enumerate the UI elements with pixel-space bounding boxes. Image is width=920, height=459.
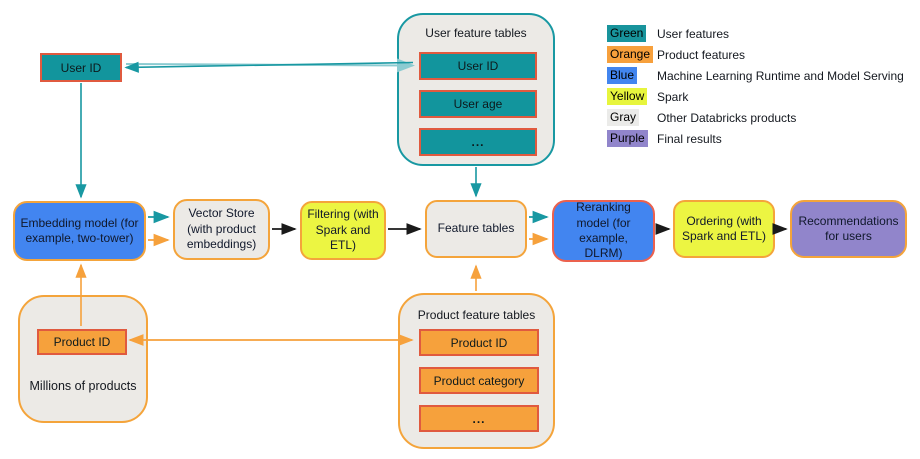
legend-chip-purple: Purple [607, 130, 648, 147]
arrow-usertable-to-userid [124, 61, 414, 73]
user-feature-row-user-id: User ID [419, 52, 537, 80]
product-feature-tables-container: Product feature tables Product ID Produc… [398, 293, 555, 449]
legend-chip-yellow: Yellow [607, 88, 648, 105]
legend-chip-green: Green [607, 25, 647, 42]
node-filtering: Filtering (with Spark and ETL) [300, 201, 386, 260]
user-id-input-box: User ID [40, 53, 122, 82]
product-id-input-box: Product ID [37, 329, 127, 355]
product-feature-row-product-id: Product ID [419, 329, 539, 356]
user-feature-tables-title: User feature tables [425, 26, 527, 40]
user-feature-row-user-age: User age [419, 90, 537, 118]
legend-chip-orange: Orange [607, 46, 654, 63]
arrow-userid-to-usertable [125, 58, 415, 73]
node-feature-tables: Feature tables [425, 200, 527, 258]
product-feature-tables-title: Product feature tables [417, 308, 536, 322]
node-recommendations: Recommendations for users [790, 200, 907, 258]
legend-chip-gray: Gray [607, 109, 640, 126]
legend-label-final-results: Final results [657, 131, 722, 146]
product-feature-row-ellipsis: ... [419, 405, 539, 432]
legend-label-ml-runtime: Machine Learning Runtime and Model Servi… [657, 68, 904, 83]
product-feature-row-product-category: Product category [419, 367, 539, 394]
millions-of-products-caption: Millions of products [29, 379, 137, 393]
node-reranking-model: Reranking model (for example, DLRM) [552, 200, 655, 262]
node-vector-store: Vector Store (with product embeddings) [173, 199, 270, 260]
node-embedding-model: Embedding model (for example, two-tower) [13, 201, 146, 261]
millions-of-products-container: Product ID Millions of products [18, 295, 148, 423]
color-legend: Green User features Orange Product featu… [607, 25, 904, 147]
legend-label-user-features: User features [657, 26, 730, 41]
legend-chip-blue: Blue [607, 67, 638, 84]
node-ordering: Ordering (with Spark and ETL) [673, 200, 775, 258]
legend-label-other-databricks: Other Databricks products [657, 110, 797, 125]
legend-label-product-features: Product features [657, 47, 746, 62]
user-feature-tables-container: User feature tables User ID User age ... [397, 13, 555, 166]
legend-label-spark: Spark [657, 89, 689, 104]
user-feature-row-ellipsis: ... [419, 128, 537, 156]
